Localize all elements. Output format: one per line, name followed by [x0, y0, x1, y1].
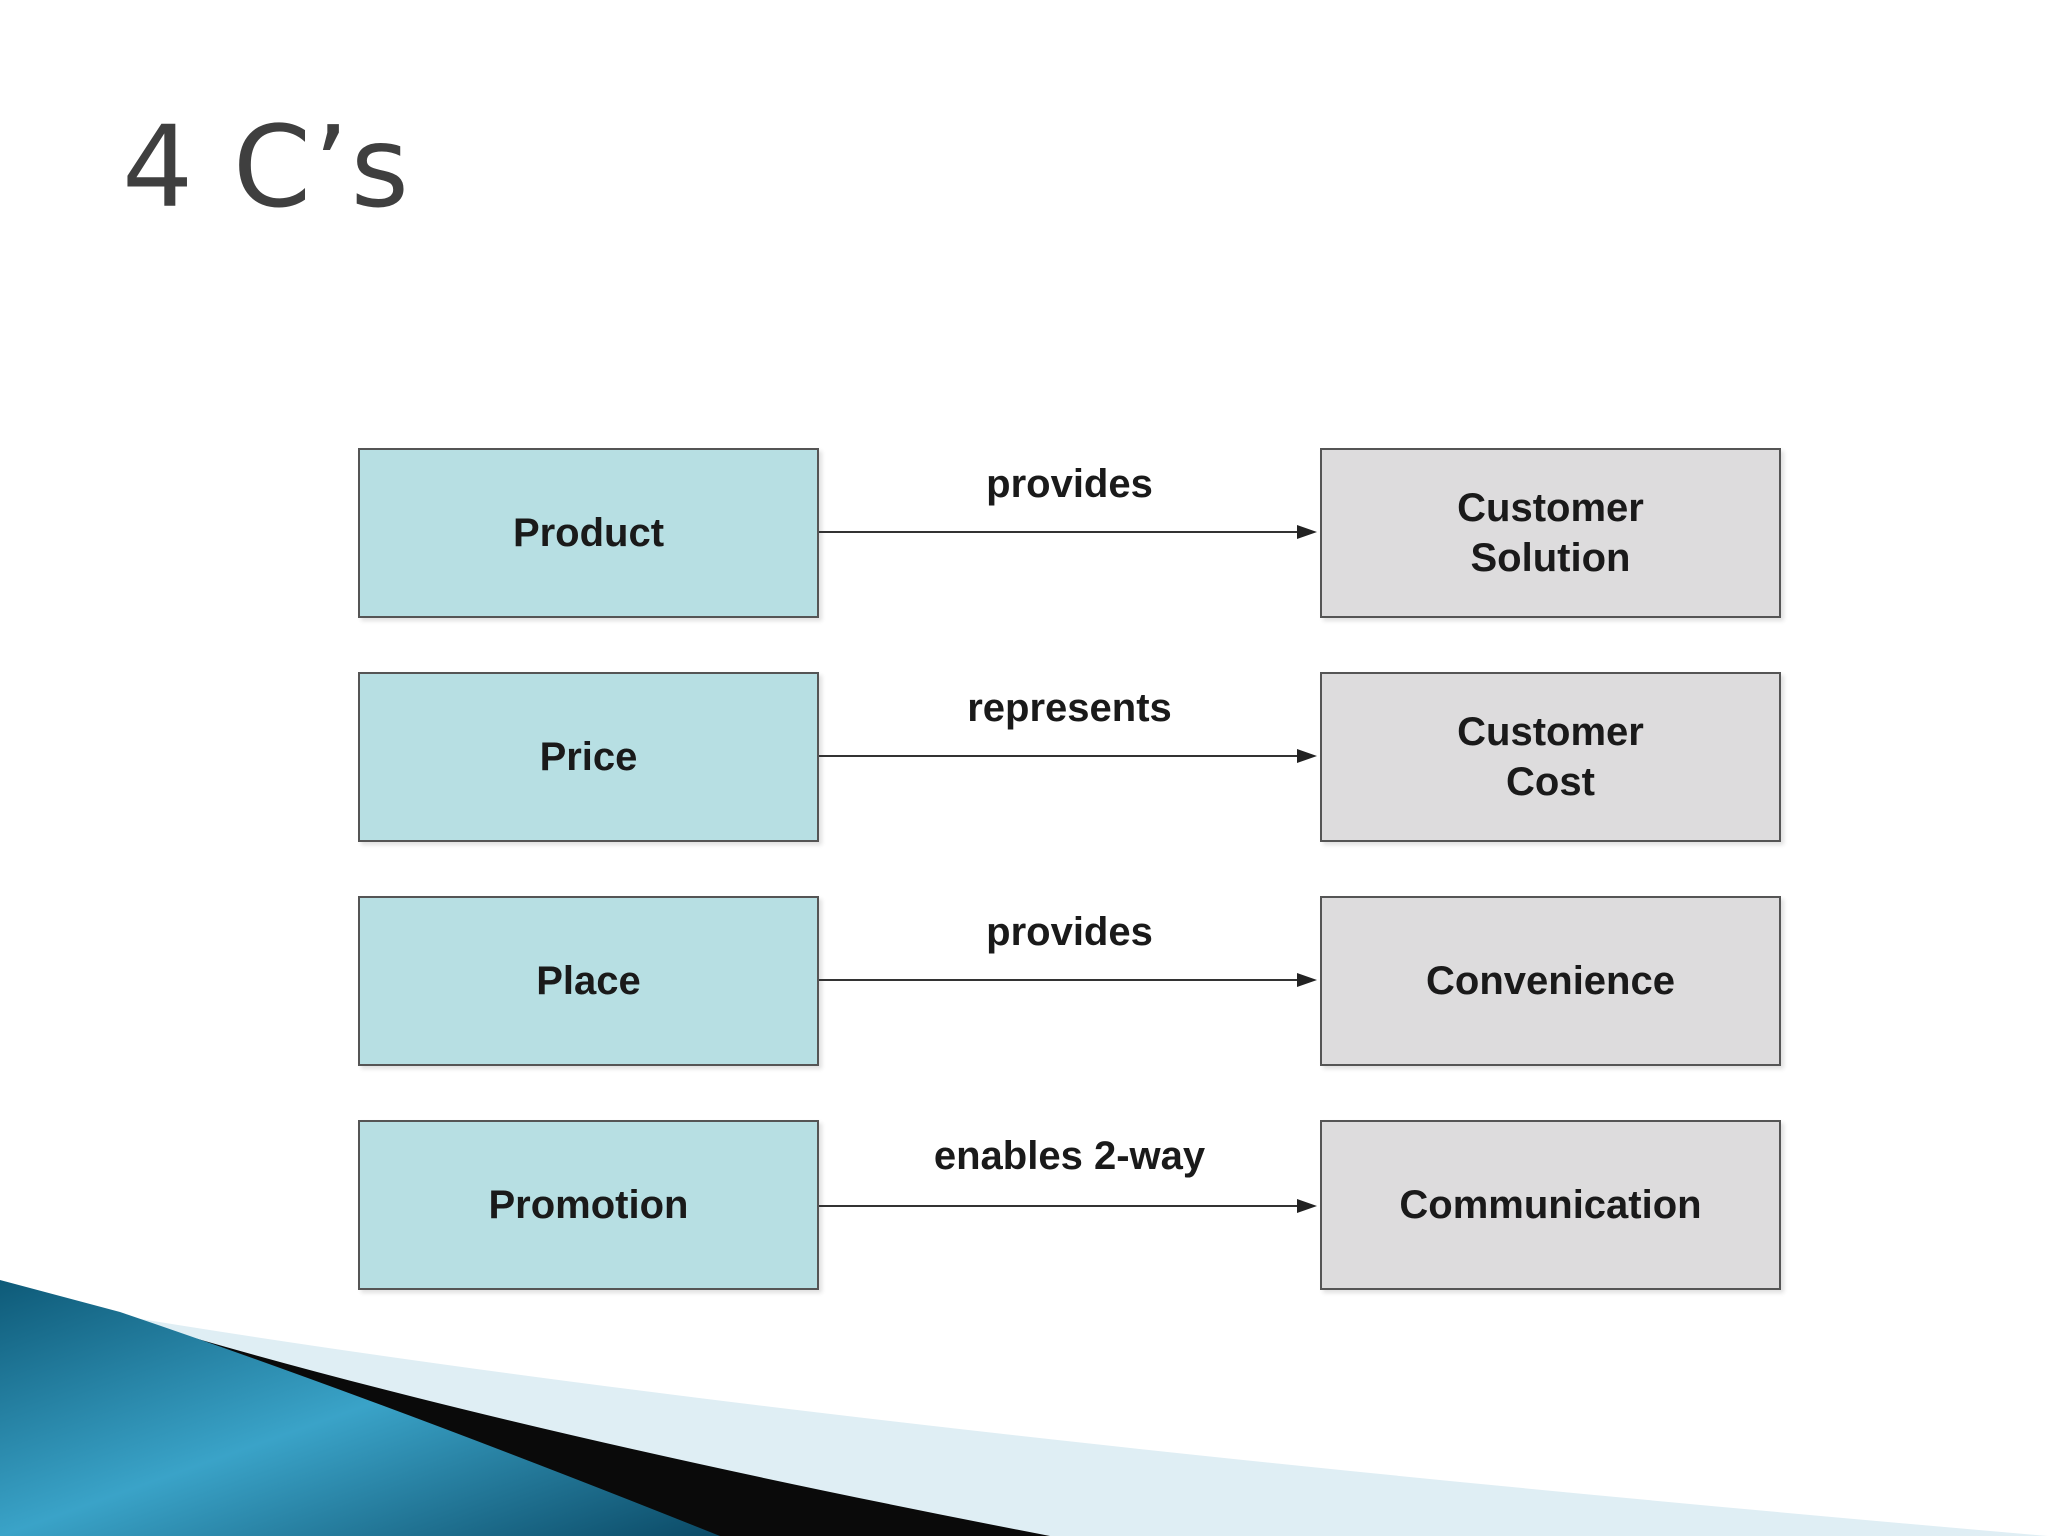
four-c-box-communication: Communication	[1320, 1120, 1781, 1290]
four-p-box-place: Place	[358, 896, 819, 1066]
arrow-promotion	[819, 1199, 1317, 1213]
arrow-product	[819, 525, 1317, 539]
four-p-box-price: Price	[358, 672, 819, 842]
swoosh-blue-band	[0, 1280, 720, 1536]
four-c-box-customer-solution: Customer Solution	[1320, 448, 1781, 618]
four-p-box-promotion: Promotion	[358, 1120, 819, 1290]
four-c-box-convenience: Convenience	[1320, 896, 1781, 1066]
four-cs-diagram: Product provides Customer Solution Price…	[358, 448, 1782, 1292]
slide-title: 4 C’s	[122, 103, 412, 233]
decorative-swoosh	[0, 1280, 2048, 1536]
four-c-box-customer-cost: Customer Cost	[1320, 672, 1781, 842]
relation-label-place: provides	[986, 910, 1153, 954]
relation-label-price: represents	[967, 686, 1172, 730]
arrow-price	[819, 749, 1317, 763]
four-p-box-product: Product	[358, 448, 819, 618]
relation-label-promotion: enables 2-way	[933, 1134, 1206, 1178]
relation-label-product: provides	[986, 462, 1153, 506]
arrow-place	[819, 973, 1317, 987]
